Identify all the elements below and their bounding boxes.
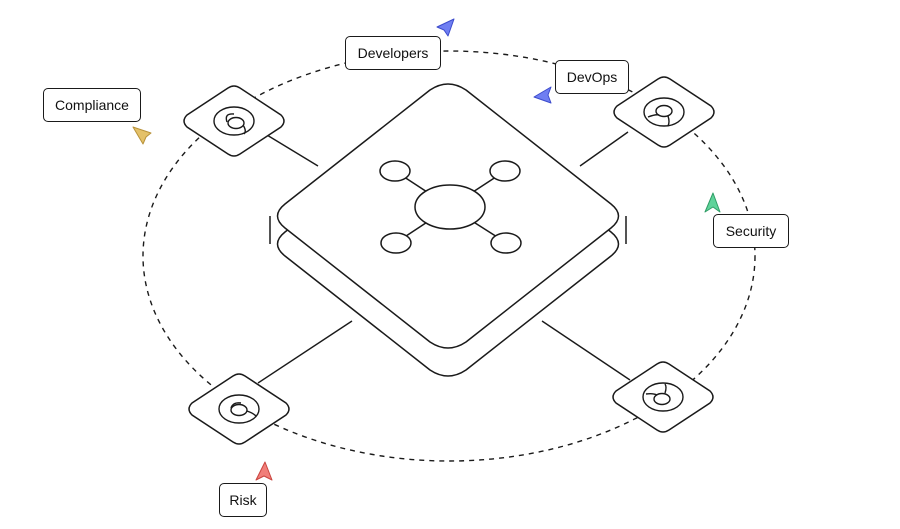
network-hub-icon [379,160,522,254]
circle-node-icon [643,97,685,127]
connector-top-left [261,131,319,167]
label-compliance: Compliance [43,88,141,122]
connectors [257,131,631,384]
connector-top-right [579,131,629,167]
circle-node-icon [213,106,255,136]
label-devops: DevOps [555,60,629,94]
orbit-ring [142,50,756,462]
cursor-arrow-icon [436,18,455,37]
label-developers: Developers [345,36,441,70]
circle-node-icon [642,382,684,412]
node-bottom-right [612,361,714,433]
cursor-arrow-icon [704,192,721,213]
cursor-arrow-icon [132,126,152,145]
circle-node-icon [218,394,260,424]
label-risk: Risk [219,483,267,517]
cursor-arrow-icon [255,461,273,481]
connector-bottom-right [541,320,631,381]
central-platform [269,83,627,377]
node-bottom-left [188,373,290,445]
cursor-arrow-icon [533,86,552,104]
node-top-left [183,85,285,157]
label-security: Security [713,214,789,248]
node-top-right [613,76,715,148]
connector-bottom-left [257,320,353,384]
